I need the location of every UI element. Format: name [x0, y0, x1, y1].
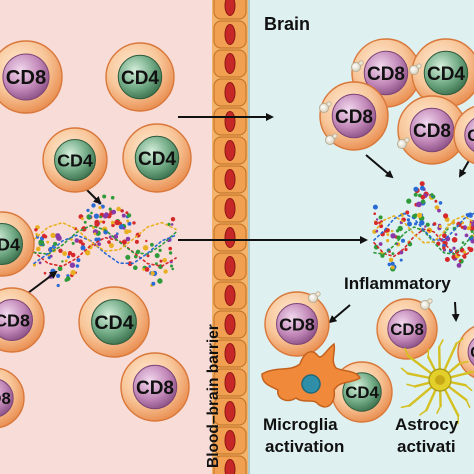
cell-label: CD4	[345, 383, 379, 402]
cd8-t-cell: CD8	[264, 291, 330, 357]
cell-label: CD8	[0, 310, 30, 330]
barrier-cell-column	[212, 0, 250, 474]
cell-label: CD8	[136, 378, 174, 399]
cd8-t-cell: CD8	[376, 298, 438, 360]
cytokine-cluster-brain	[372, 181, 474, 272]
astrocyte-label-line2: activati	[397, 437, 456, 456]
cd4-t-cell: CD4	[78, 286, 150, 358]
cell-label: CD8	[279, 314, 315, 334]
cd4-t-cell: CD4	[42, 127, 108, 193]
cell-label: CD4	[427, 64, 465, 85]
barrier-label: Blood–brain barrier	[205, 324, 222, 468]
arrow-to-microglia	[328, 304, 351, 324]
cell-label: CD8	[390, 320, 424, 339]
cell-label: CD4	[121, 68, 159, 89]
cell-label: CD8	[467, 126, 474, 145]
arrow-to-astrocyte	[451, 301, 460, 322]
cell-label: CD4	[0, 234, 20, 254]
cell-label: CD8	[367, 64, 405, 85]
cd4-t-cell: CD4	[409, 38, 474, 108]
cd4-t-cell: CD4	[122, 123, 192, 193]
cd8-t-cell: CD8	[0, 40, 63, 114]
cd8-t-cell: CD8	[397, 95, 467, 165]
cell-label: CD4	[57, 150, 93, 170]
cd8-t-cell: CD8	[120, 352, 190, 422]
cell-label: CD8	[0, 389, 11, 408]
microglia-label-line2: activation	[265, 437, 344, 456]
brain-title: Brain	[264, 14, 310, 34]
cd8-t-cell: CD8	[453, 105, 474, 165]
microglia-label-line1: Microglia	[263, 415, 338, 434]
astrocyte-cell	[400, 337, 474, 425]
cell-label: CD4	[94, 312, 133, 334]
microglia-cell	[261, 342, 361, 408]
astrocyte-label-line1: Astrocy	[395, 415, 459, 434]
cd4-t-cell: CD4	[105, 42, 175, 112]
cd8-t-cell: CD8	[319, 81, 389, 151]
cell-label: CD8	[335, 107, 373, 128]
cell-label: CD8	[470, 345, 474, 362]
cd8-t-cell: CD8	[0, 367, 25, 429]
cell-label: CD4	[138, 149, 176, 170]
cell-label: CD8	[6, 67, 46, 89]
arrow-brain-cells-to-cytokines	[365, 154, 394, 179]
arrow-cd8-to-cytokines	[23, 270, 58, 297]
cell-label: CD8	[413, 121, 451, 142]
cd4-t-cell: CD4	[0, 211, 35, 277]
inflammatory-label: Inflammatory	[344, 274, 451, 293]
cd8-t-cell: CD8	[0, 287, 45, 353]
t-cell-layer: CD8CD4CD4CD4CD4CD8CD4CD8CD8CD8CD4CD8CD8C…	[0, 38, 474, 429]
